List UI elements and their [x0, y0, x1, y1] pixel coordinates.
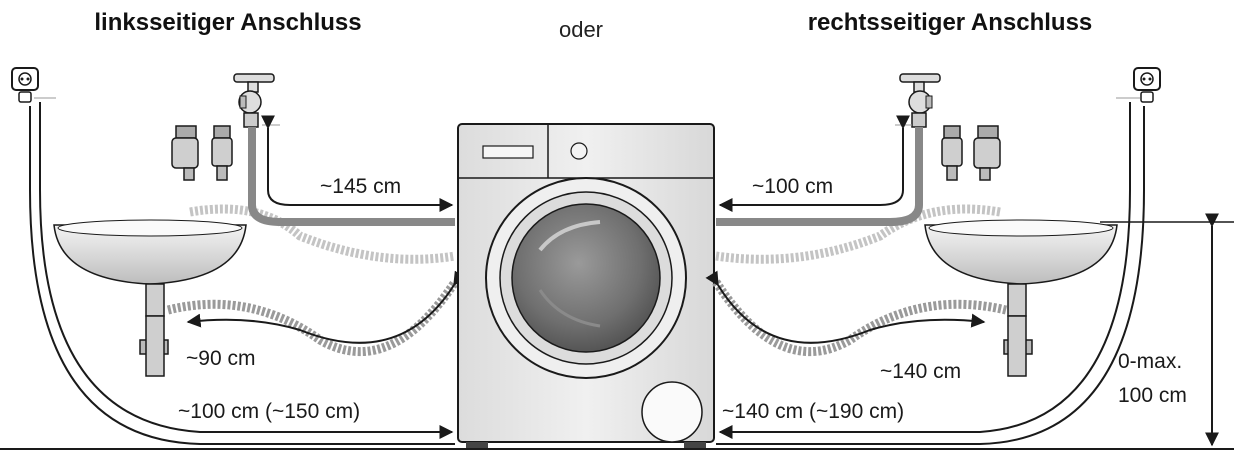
right-inlet-arrow — [718, 115, 910, 212]
right-inlet-label: ~100 cm — [752, 175, 833, 198]
right-connection-heading: rechtsseitiger Anschluss — [808, 9, 1093, 36]
left-drain-sink-arrow — [186, 270, 467, 344]
right-drain-standpipe-label: ~140 cm (~190 cm) — [722, 400, 904, 423]
drain-trap-icon — [139, 283, 169, 377]
sink-icon — [53, 219, 247, 285]
hose-connector-icon — [211, 125, 233, 181]
socket-icon — [11, 67, 39, 103]
hose-connector-icon — [941, 125, 963, 181]
left-inlet-arrow — [261, 115, 454, 212]
left-drain-standpipe-arrow — [39, 102, 454, 439]
height-dimension: 0-max. 100 cm — [1100, 213, 1234, 447]
left-drain-standpipe-label: ~100 cm (~150 cm) — [178, 400, 360, 423]
left-drain-sink-label: ~90 cm — [186, 347, 255, 370]
left-connection-heading: linksseitiger Anschluss — [94, 9, 361, 36]
right-drain-sink-arrow — [705, 270, 986, 344]
right-drain-sink-label: ~140 cm — [880, 360, 961, 383]
sink-icon — [924, 219, 1118, 285]
socket-icon — [1133, 67, 1161, 103]
right-drain-standpipe-arrow — [718, 102, 1131, 439]
aquastop-valve-icon — [973, 125, 1001, 181]
drain-trap-icon — [1003, 283, 1033, 377]
height-label-line2: 100 cm — [1118, 384, 1187, 407]
water-tap-icon — [899, 73, 941, 128]
or-label: oder — [559, 17, 603, 42]
height-label-line1: 0-max. — [1118, 350, 1182, 373]
washing-machine-icon — [457, 123, 715, 448]
aquastop-valve-icon — [171, 125, 199, 181]
left-inlet-label: ~145 cm — [320, 175, 401, 198]
water-tap-icon — [233, 73, 275, 128]
